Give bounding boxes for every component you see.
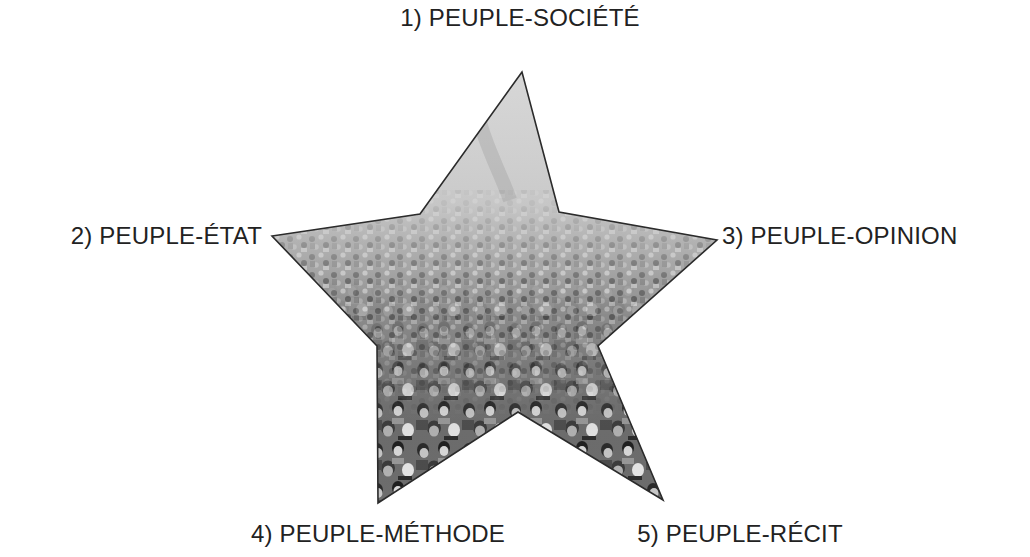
section-label: 5) PEUPLE-RÉCIT xyxy=(637,520,843,549)
section-label: 1) PEUPLE-SOCIÉTÉ xyxy=(400,4,639,33)
section-label: 3) PEUPLE-OPINION xyxy=(722,222,957,251)
section-label: 2) PEUPLE-ÉTAT xyxy=(71,222,262,251)
section-label: 4) PEUPLE-MÉTHODE xyxy=(251,520,505,549)
